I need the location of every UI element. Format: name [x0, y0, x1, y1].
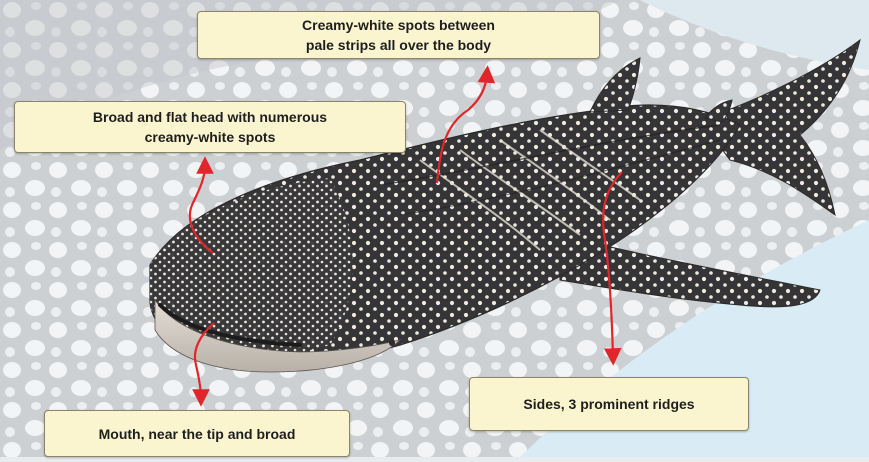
label-spots-line2: pale strips all over the body [306, 35, 491, 55]
label-sides: Sides, 3 prominent ridges [469, 377, 749, 431]
label-head-line2: creamy-white spots [145, 127, 276, 147]
shark-eye [389, 340, 395, 346]
label-mouth-text: Mouth, near the tip and broad [99, 424, 296, 444]
label-sides-text: Sides, 3 prominent ridges [523, 394, 694, 414]
label-spots-line1: Creamy-white spots between [302, 15, 495, 35]
label-mouth: Mouth, near the tip and broad [44, 410, 350, 457]
label-spots: Creamy-white spots between pale strips a… [197, 11, 600, 59]
label-head: Broad and flat head with numerous creamy… [14, 101, 406, 153]
label-head-line1: Broad and flat head with numerous [93, 107, 327, 127]
